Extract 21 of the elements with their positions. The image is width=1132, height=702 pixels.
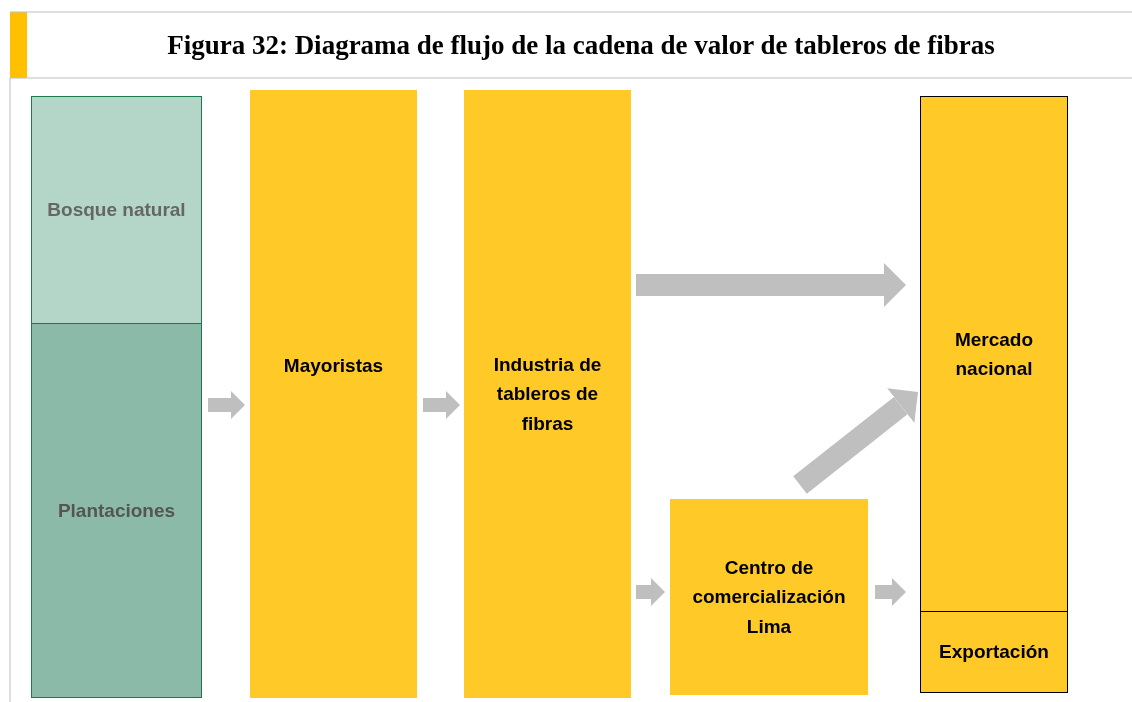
arrow: [636, 578, 665, 606]
stage-box: [670, 499, 868, 695]
node-label: Bosque natural: [46, 198, 187, 223]
plantation-box: [31, 323, 202, 698]
arrow: [793, 388, 918, 494]
node-label: Plantaciones: [56, 498, 177, 523]
node-label: Industria de tableros de fibras: [492, 352, 603, 436]
forest-box: [31, 96, 202, 323]
arrow: [875, 578, 906, 606]
node-label: Centro de comercialización Lima: [691, 555, 847, 639]
market-box: [920, 611, 1068, 693]
figure-title: Figura 32: Diagrama de flujo de la cadena de valor de tableros de fibras: [166, 28, 996, 62]
arrow: [636, 263, 906, 307]
arrow: [208, 391, 245, 419]
node-label: Mayoristas: [282, 354, 385, 379]
stage-box: [464, 90, 631, 698]
node-label: Mercado nacional: [953, 327, 1035, 381]
node-label: Exportación: [938, 640, 1050, 665]
market-box: [920, 96, 1068, 611]
stage-box: [250, 90, 417, 698]
arrow: [423, 391, 460, 419]
